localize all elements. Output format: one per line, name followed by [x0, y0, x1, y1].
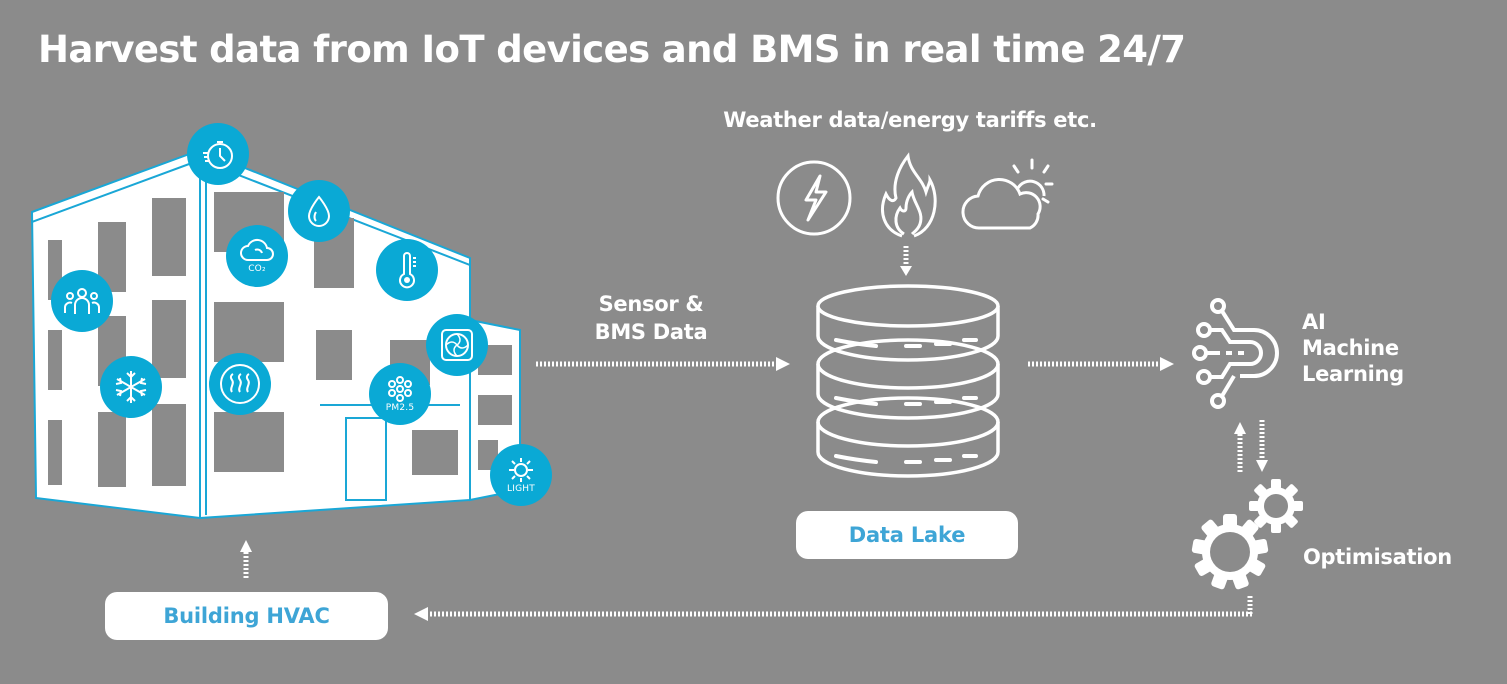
- hvac-to-building-arrow: [240, 540, 252, 580]
- electricity-icon: [776, 160, 852, 236]
- water-drop-icon: [288, 180, 350, 242]
- ai-to-optimisation-arrow: [1256, 420, 1268, 472]
- sensor-label-line1: Sensor &: [598, 292, 704, 316]
- light-label: LIGHT: [507, 483, 535, 494]
- weather-data-label: Weather data/energy tariffs etc.: [723, 108, 1097, 132]
- thermometer-icon: [376, 239, 438, 301]
- light-icon: LIGHT: [490, 444, 552, 506]
- ai-label-line3: Learning: [1302, 362, 1404, 386]
- occupancy-people-icon: [51, 270, 113, 332]
- weather-cloud-sun-icon: [961, 158, 1054, 230]
- ai-label-line1: AI: [1302, 310, 1326, 334]
- particulate-icon: PM2.5: [369, 363, 431, 425]
- snowflake-icon: [100, 356, 162, 418]
- weather-to-datalake-arrow: [900, 246, 912, 276]
- co2-label: CO₂: [248, 263, 266, 274]
- building-hvac-box: Building HVAC: [105, 592, 388, 640]
- database-icon: [816, 284, 1000, 478]
- fan-icon: [426, 314, 488, 376]
- sensor-label-line2: BMS Data: [594, 320, 708, 344]
- timer-icon: [187, 123, 249, 185]
- co2-cloud-icon: CO₂: [226, 225, 288, 287]
- heating-icon: [209, 353, 271, 415]
- pm25-label: PM2.5: [385, 402, 415, 413]
- sensor-bms-data-label: Sensor & BMS Data: [556, 290, 746, 346]
- ai-machine-learning-icon: [1192, 298, 1279, 409]
- gears-icon: [1191, 479, 1303, 591]
- optimisation-label: Optimisation: [1303, 545, 1452, 569]
- sensor-to-datalake-arrow: [536, 357, 790, 371]
- gas-flame-icon: [881, 152, 937, 238]
- page-title: Harvest data from IoT devices and BMS in…: [38, 28, 1186, 71]
- datalake-to-ai-arrow: [1028, 357, 1174, 371]
- optimisation-to-ai-arrow: [1234, 422, 1246, 474]
- data-lake-box: Data Lake: [796, 511, 1018, 559]
- ai-label-line2: Machine: [1302, 336, 1399, 360]
- optimisation-to-hvac-arrow: [414, 596, 1253, 621]
- ai-machine-learning-label: AI Machine Learning: [1302, 309, 1404, 387]
